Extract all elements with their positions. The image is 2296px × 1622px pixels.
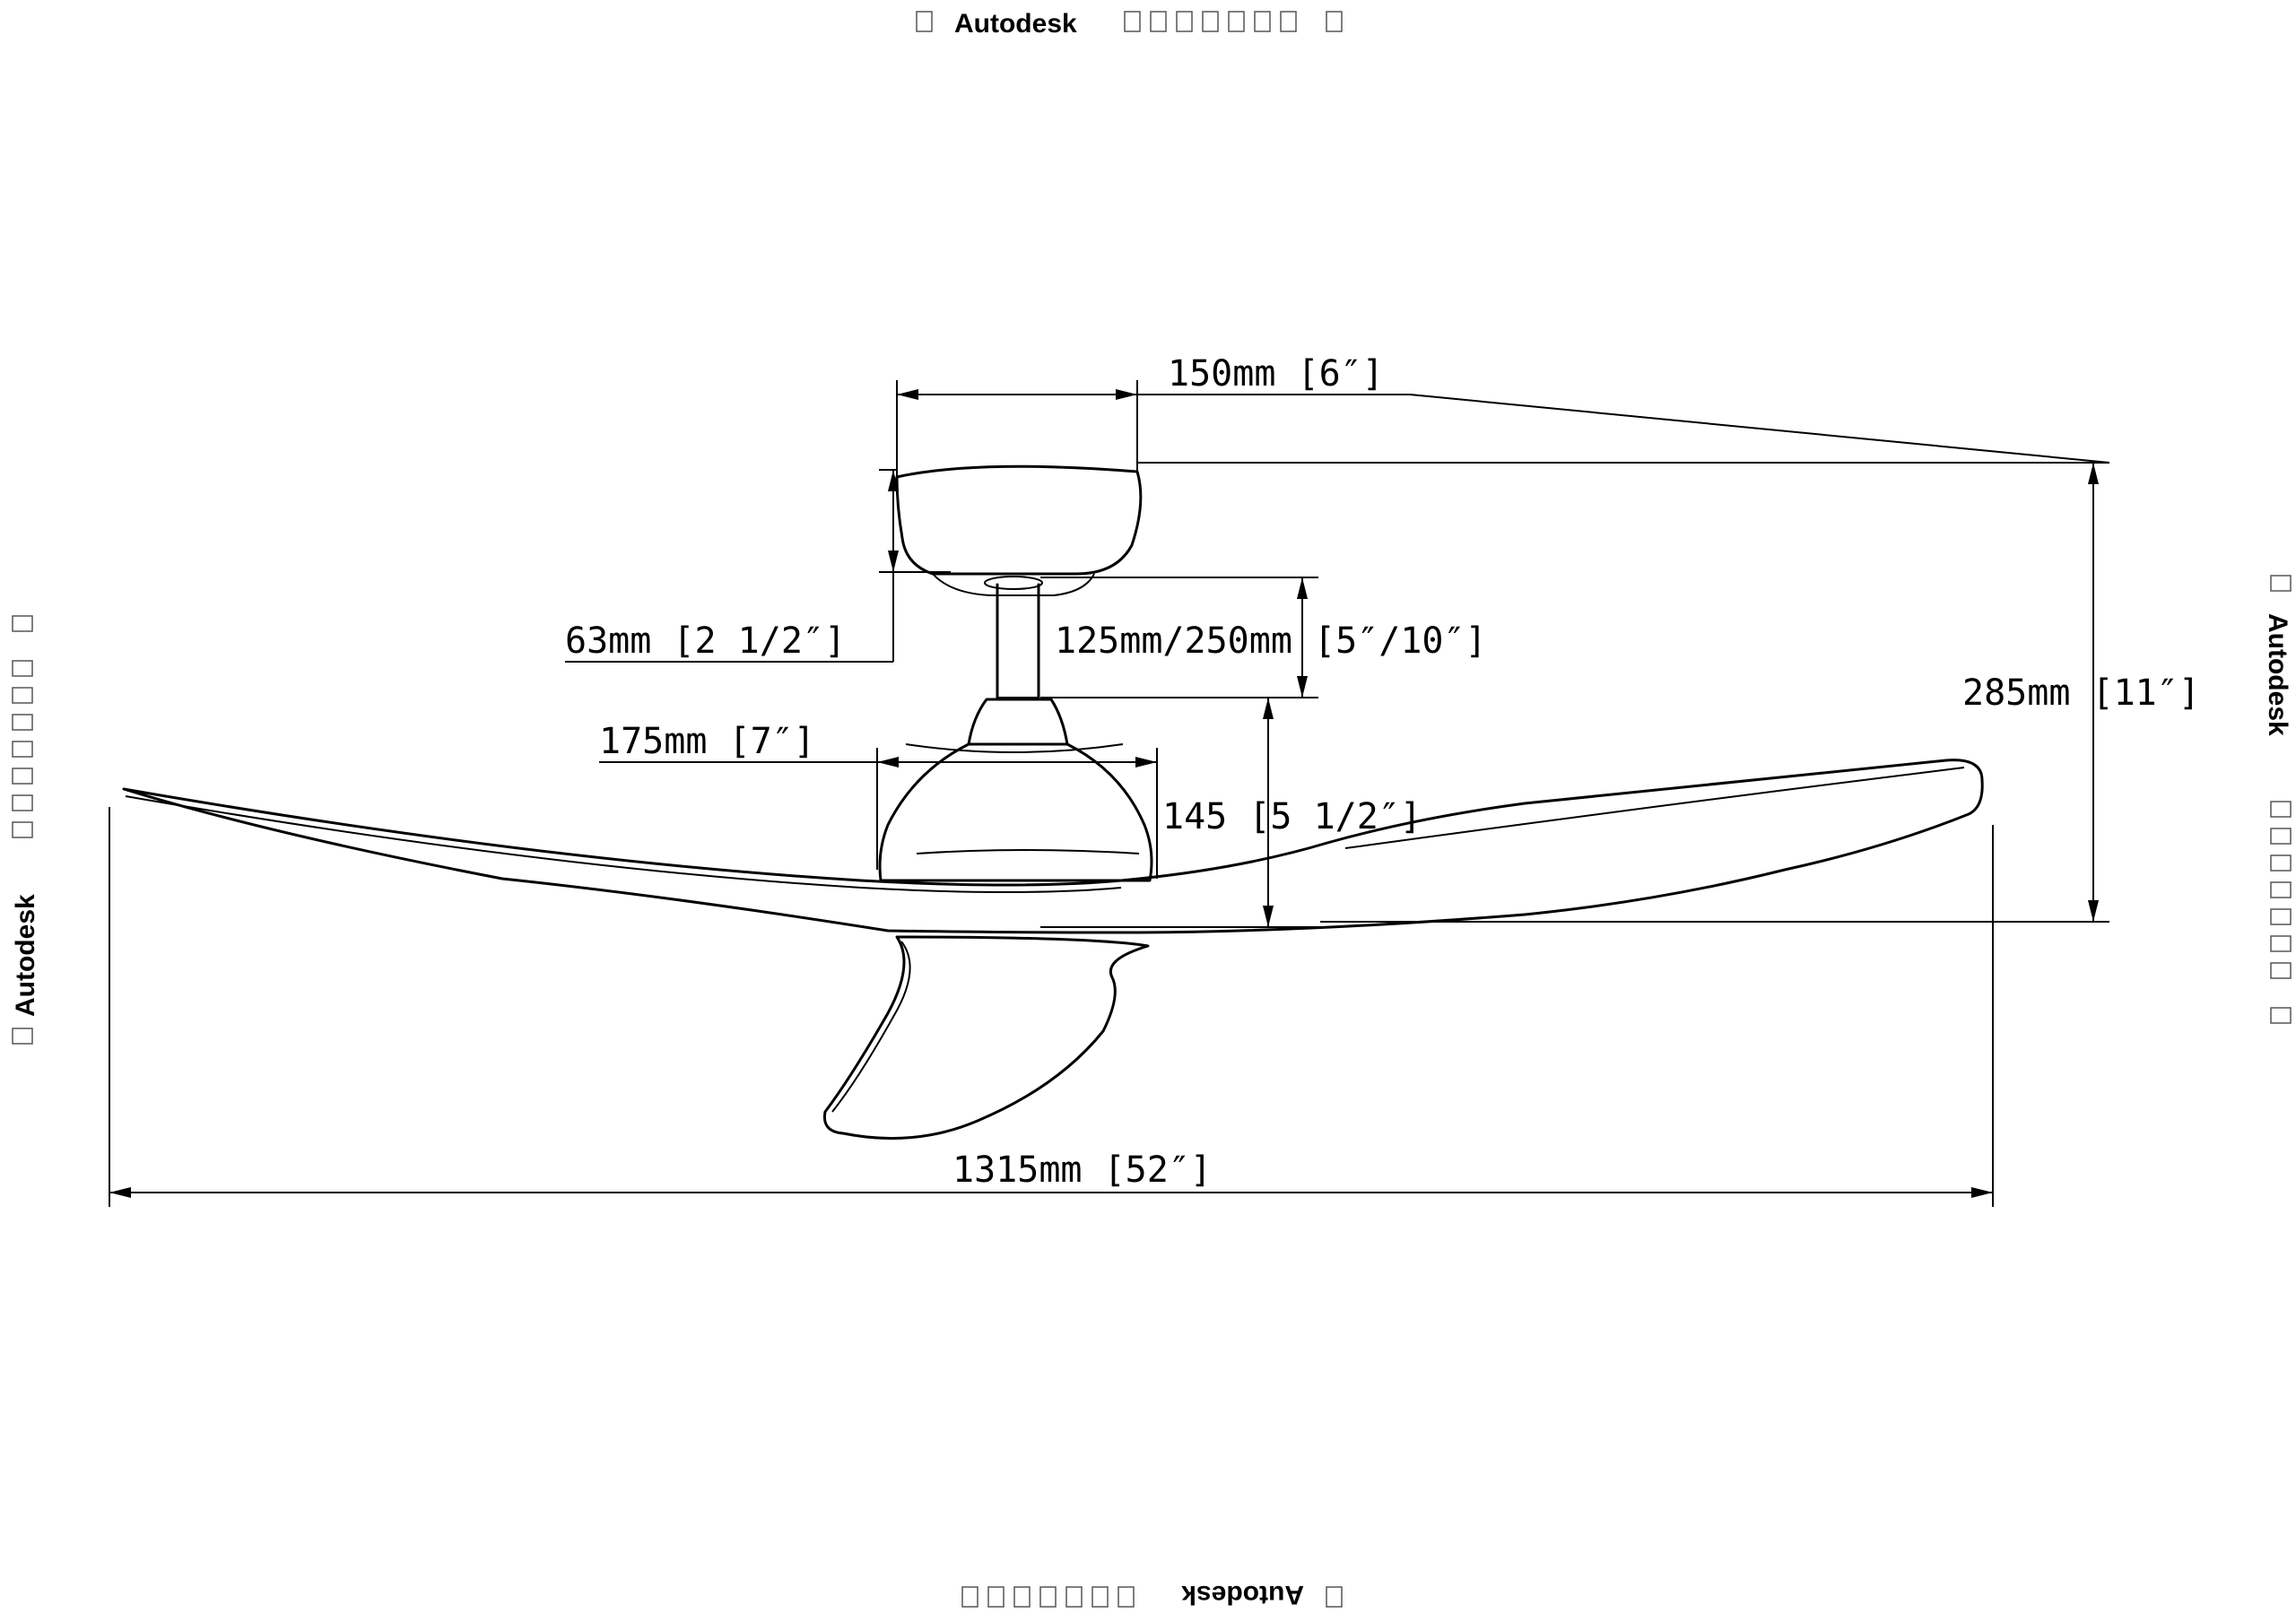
label-downrod: 125mm/250mm [5″/10″]	[1055, 620, 1487, 662]
watermark-left: Autodesk	[11, 615, 40, 1045]
dimension-canopy-width: 150mm [6″]	[896, 353, 1410, 477]
watermark-right-text: Autodesk	[2263, 613, 2292, 736]
dimension-canopy-height: 63mm [2 1/2″]	[565, 469, 951, 663]
watermark-bottom-text: Autodesk	[1181, 1580, 1304, 1609]
label-canopy-width: 150mm [6″]	[1168, 353, 1384, 395]
motor-housing	[878, 698, 1153, 882]
blade-left	[122, 759, 1984, 934]
label-canopy-height: 63mm [2 1/2″]	[565, 620, 846, 662]
downrod	[996, 583, 1040, 699]
dimension-motor-height: 145 [5 1/2″]	[1040, 698, 1422, 928]
label-overall-height: 285mm [11″]	[1962, 672, 2200, 714]
dimension-downrod: 125mm/250mm [5″/10″]	[1040, 577, 1487, 698]
label-blade-span: 1315mm [52″]	[952, 1149, 1212, 1191]
watermark-right: Autodesk	[2263, 575, 2292, 1024]
blade-front	[822, 935, 1150, 1141]
watermark-top-text: Autodesk	[954, 9, 1077, 39]
watermark-top: Autodesk	[916, 9, 1343, 39]
watermark-bottom: Autodesk	[961, 1580, 1343, 1609]
dimension-blade-span: 1315mm [52″]	[109, 807, 1994, 1207]
label-motor-height: 145 [5 1/2″]	[1162, 796, 1422, 837]
canopy	[895, 464, 1143, 596]
label-motor-width: 175mm [7″]	[599, 721, 815, 762]
watermark-left-text: Autodesk	[11, 894, 40, 1017]
dimension-motor-width: 175mm [7″]	[599, 721, 1158, 879]
dimension-overall-height: 285mm [11″]	[1137, 394, 2200, 923]
